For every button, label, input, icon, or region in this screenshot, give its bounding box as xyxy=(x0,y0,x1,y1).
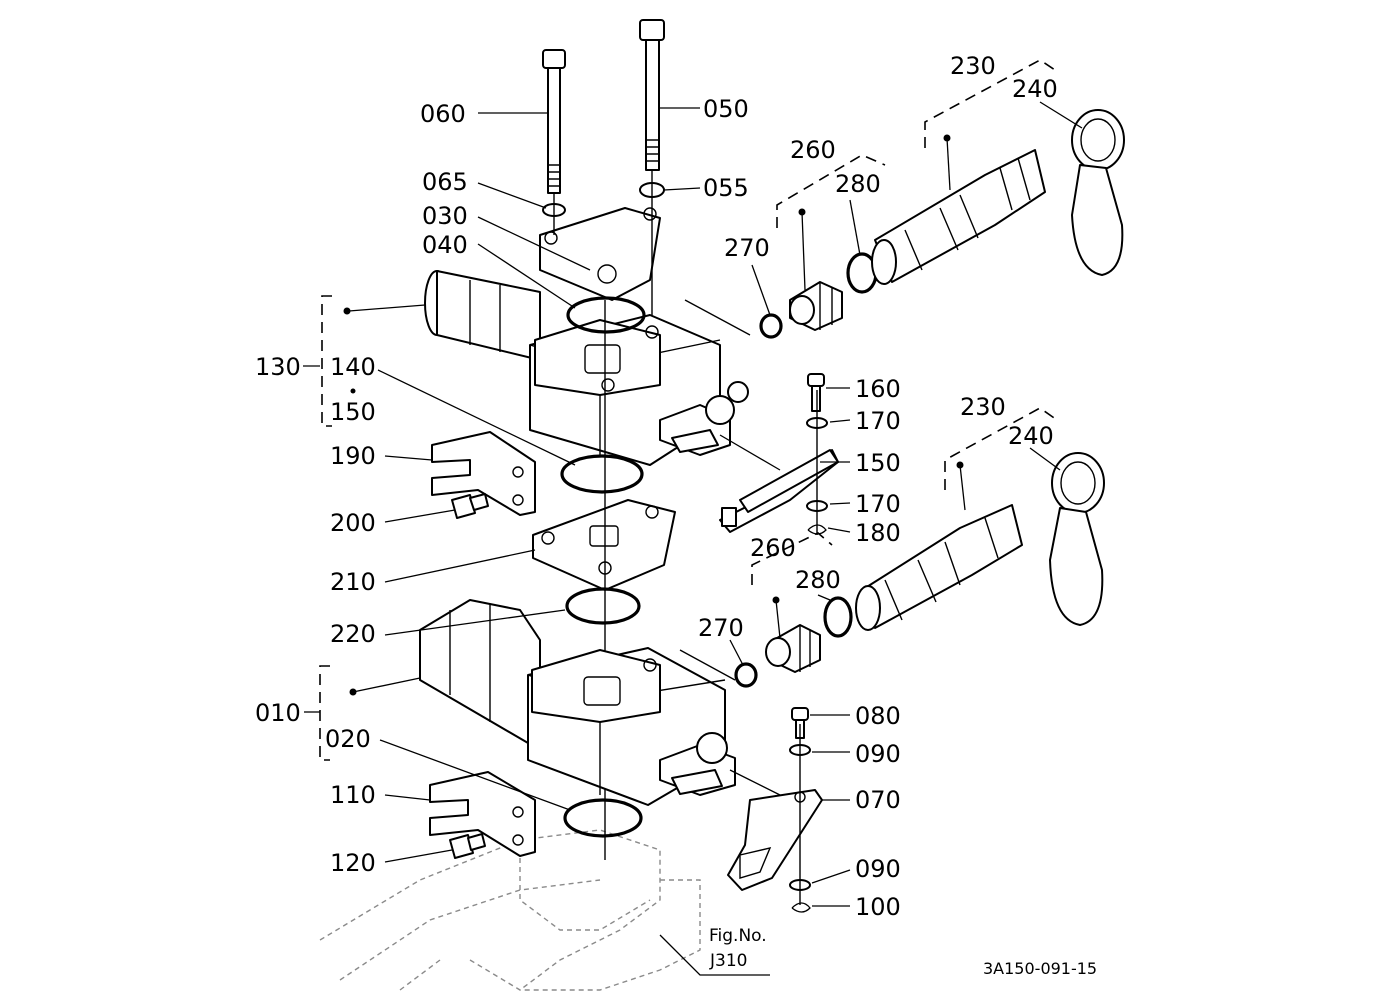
drawing-code: 3A150-091-15 xyxy=(983,959,1097,978)
label-170-lower: 170 xyxy=(855,490,901,518)
dust-cap-240-lower xyxy=(1049,452,1105,626)
label-160: 160 xyxy=(855,375,901,403)
label-240-upper: 240 xyxy=(1012,75,1058,103)
label-170-upper: 170 xyxy=(855,407,901,435)
figure-reference: Fig.No. J310 xyxy=(709,926,767,971)
label-270-upper: 270 xyxy=(724,234,770,262)
label-220: 220 xyxy=(330,620,376,648)
label-150-right: 150 xyxy=(855,449,901,477)
o-ring-220-upper xyxy=(560,454,644,494)
label-230-upper: 230 xyxy=(950,52,996,80)
label-065: 065 xyxy=(422,168,468,196)
label-090-lower: 090 xyxy=(855,855,901,883)
label-130: 130 xyxy=(255,353,301,381)
group-brackets xyxy=(319,59,1058,761)
bolt-050 xyxy=(639,19,665,315)
label-010: 010 xyxy=(255,699,301,727)
label-240-lower: 240 xyxy=(1008,422,1054,450)
o-ring-040 xyxy=(566,296,646,334)
dust-cap-240-upper xyxy=(1071,109,1125,276)
upper-control-valve xyxy=(424,270,781,471)
figure-number-label: Fig.No. xyxy=(709,926,767,946)
spacer-plate-210 xyxy=(532,499,676,591)
o-ring-220-lower xyxy=(565,587,641,625)
lever-070 xyxy=(727,789,823,891)
group-bullets xyxy=(343,134,964,696)
clip-100 xyxy=(791,902,811,913)
label-050: 050 xyxy=(703,95,749,123)
bolt-060 xyxy=(542,49,566,235)
adapter-260-lower xyxy=(765,624,821,673)
bracket-190 xyxy=(431,431,536,516)
lower-control-valve xyxy=(419,599,791,806)
o-ring-020 xyxy=(563,798,643,838)
adapter-260-upper xyxy=(789,281,843,331)
label-280-upper: 280 xyxy=(835,170,881,198)
label-230-lower: 230 xyxy=(960,393,1006,421)
clip-180 xyxy=(807,524,827,535)
background-housing-outline xyxy=(319,829,701,991)
label-260-upper: 260 xyxy=(790,136,836,164)
label-280-lower: 280 xyxy=(795,566,841,594)
quick-coupler-230-lower xyxy=(855,504,1023,631)
label-090-upper: 090 xyxy=(855,740,901,768)
label-030: 030 xyxy=(422,202,468,230)
label-070: 070 xyxy=(855,786,901,814)
bolt-120 xyxy=(449,833,486,859)
label-110: 110 xyxy=(330,781,376,809)
label-055: 055 xyxy=(703,174,749,202)
label-080: 080 xyxy=(855,702,901,730)
o-ring-270-lower xyxy=(734,662,758,688)
leader-lines xyxy=(303,101,1083,976)
label-200: 200 xyxy=(330,509,376,537)
figure-number-value: J310 xyxy=(709,951,747,971)
bolt-200 xyxy=(451,493,489,519)
label-120: 120 xyxy=(330,849,376,877)
cover-plate-030 xyxy=(539,207,661,301)
label-020: 020 xyxy=(325,725,371,753)
label-260-lower: 260 xyxy=(750,534,796,562)
o-ring-280-lower xyxy=(823,596,853,638)
part-number-labels: 060 050 065 055 030 040 130 140 150 190 … xyxy=(255,52,1058,921)
label-150-left: 150 xyxy=(330,398,376,426)
label-060: 060 xyxy=(420,100,466,128)
label-040: 040 xyxy=(422,231,468,259)
label-180: 180 xyxy=(855,519,901,547)
o-ring-270-upper xyxy=(759,313,783,339)
bracket-110 xyxy=(429,771,536,857)
pin-160 xyxy=(807,373,825,412)
label-100: 100 xyxy=(855,893,901,921)
label-270-lower: 270 xyxy=(698,614,744,642)
label-210: 210 xyxy=(330,568,376,596)
label-140: 140 xyxy=(330,353,376,381)
quick-coupler-230-upper xyxy=(871,149,1046,285)
label-190: 190 xyxy=(330,442,376,470)
